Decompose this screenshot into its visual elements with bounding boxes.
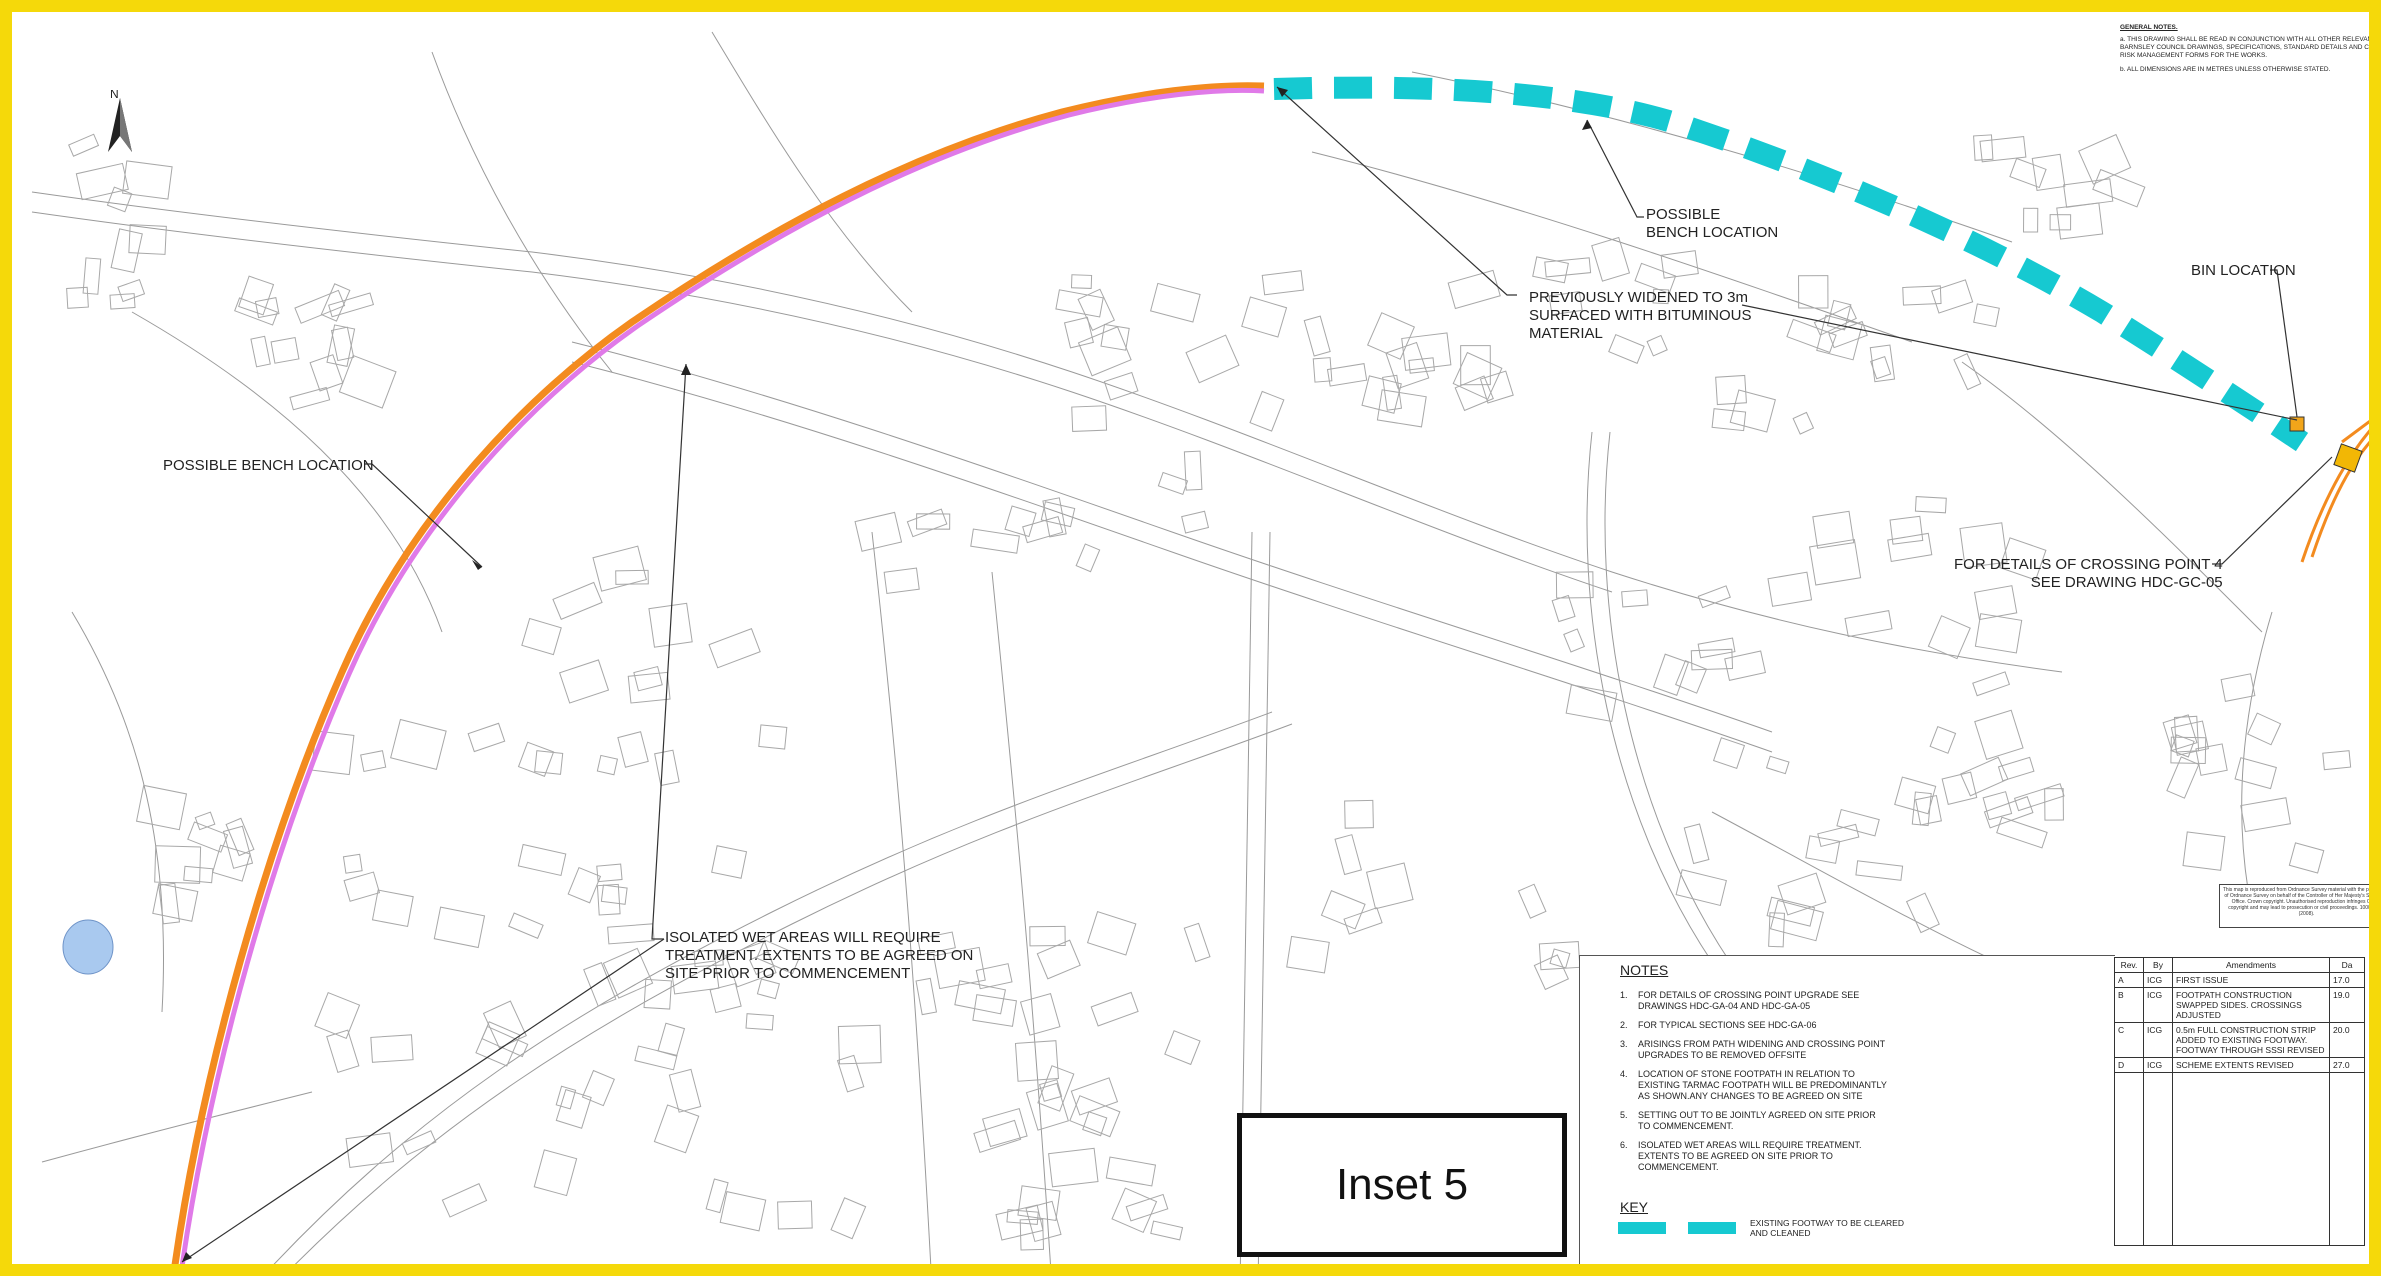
note-item: 5.SETTING OUT TO BE JOINTLY AGREED ON SI… <box>1620 1110 1876 1131</box>
general-notes-title: GENERAL NOTES. <box>2120 24 2178 31</box>
note-item: 3.ARISINGS FROM PATH WIDENING AND CROSSI… <box>1620 1039 1886 1060</box>
proposed-footpath-edge <box>179 87 1265 1264</box>
notes-panel: NOTES 1.FOR DETAILS OF CROSSING POINT UP… <box>1579 955 2115 1264</box>
leader-arrowheads <box>182 87 1592 1262</box>
leader-lines <box>181 86 2333 1263</box>
amendments-table: Rev. By Amendments Da A ICG FIRST ISSUE … <box>2114 957 2369 1264</box>
note-item: 4.LOCATION OF STONE FOOTPATH IN RELATION… <box>1620 1069 1887 1101</box>
callout-possible-bench-2: POSSIBLE BENCH LOCATION <box>163 457 374 474</box>
north-label: N <box>110 90 119 101</box>
note-item: 2.FOR TYPICAL SECTIONS SEE HDC-GA-06 <box>1620 1020 1817 1030</box>
table-row: A ICG FIRST ISSUE 17.0 <box>2114 972 2365 988</box>
inset-5-box[interactable]: Inset 5 <box>1237 1113 1567 1257</box>
existing-footway-key-swatch <box>1618 1222 1736 1234</box>
table-row <box>2114 1072 2365 1246</box>
crossing-point-4-marks <box>2300 420 2369 563</box>
existing-footway-key-label: EXISTING FOOTWAY TO BE CLEARED AND CLEAN… <box>1750 1218 1904 1238</box>
notes-list: 1.FOR DETAILS OF CROSSING POINT UPGRADE … <box>1620 990 1890 1181</box>
general-note-item: b. ALL DIMENSIONS ARE IN METRES UNLESS O… <box>2120 66 2331 73</box>
proposed-footpath-route <box>171 82 1265 1264</box>
callout-wet-areas: ISOLATED WET AREAS WILL REQUIRE TREATMEN… <box>665 929 974 982</box>
amendments-header-row: Rev. By Amendments Da <box>2114 957 2365 973</box>
key-title: KEY <box>1620 1199 1649 1215</box>
inset-label: Inset 5 <box>1335 1160 1469 1209</box>
table-row: D ICG SCHEME EXTENTS REVISED 27.0 <box>2114 1057 2365 1073</box>
existing-footway-route <box>1273 76 2309 452</box>
callout-crossing-point-4: FOR DETAILS OF CROSSING POINT 4 SEE DRAW… <box>1954 556 2223 591</box>
base-map <box>31 31 2369 1264</box>
general-notes: GENERAL NOTES. a. THIS DRAWING SHALL BE … <box>2120 24 2381 80</box>
building-footprints <box>66 133 2352 1251</box>
notes-title: NOTES <box>1620 962 1669 978</box>
callout-previously-widened: PREVIOUSLY WIDENED TO 3m SURFACED WITH B… <box>1529 289 1752 342</box>
base-map-lines <box>31 31 2273 1264</box>
crossing-point-marker <box>2333 443 2363 473</box>
pond <box>62 919 114 975</box>
os-copyright-notice: This map is reproduced from Ordnance Sur… <box>2219 884 2369 928</box>
callout-bin-location: BIN LOCATION <box>2191 262 2296 279</box>
table-row: C ICG 0.5m FULL CONSTRUCTION STRIP ADDED… <box>2114 1022 2365 1058</box>
general-note-item: a. THIS DRAWING SHALL BE READ IN CONJUNC… <box>2120 36 2381 59</box>
table-row: B ICG FOOTPATH CONSTRUCTION SWAPPED SIDE… <box>2114 987 2365 1023</box>
note-item: 6.ISOLATED WET AREAS WILL REQUIRE TREATM… <box>1620 1140 1862 1172</box>
callout-possible-bench-1: POSSIBLE BENCH LOCATION <box>1646 206 1779 241</box>
north-arrow-icon: N <box>108 90 132 152</box>
note-item: 1.FOR DETAILS OF CROSSING POINT UPGRADE … <box>1620 990 1860 1011</box>
